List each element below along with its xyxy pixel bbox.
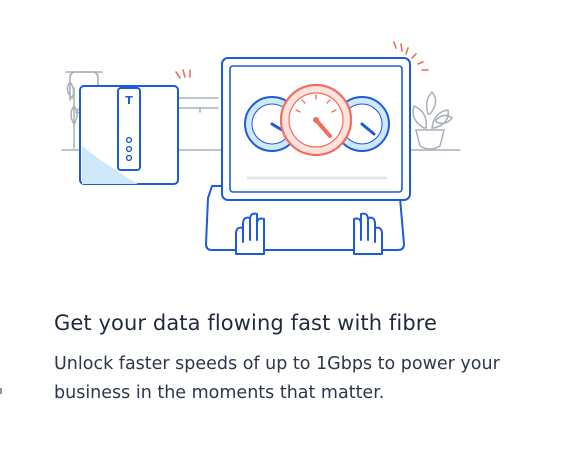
promo-body-text: Unlock faster speeds of up to 1Gbps to p… xyxy=(54,354,500,403)
signal-waves-icon xyxy=(175,69,191,79)
fibre-speed-illustration: T xyxy=(61,41,461,255)
signal-waves-icon xyxy=(393,41,429,71)
svg-text:T: T xyxy=(125,94,133,107)
hands-icon xyxy=(235,212,383,255)
potted-plant-icon xyxy=(412,90,454,150)
speedometer-monitor-icon xyxy=(204,57,411,251)
promo-headline: Get your data flowing fast with fibre xyxy=(54,311,438,335)
router-icon: T xyxy=(79,85,179,185)
edge-scroll-marker xyxy=(0,388,2,394)
